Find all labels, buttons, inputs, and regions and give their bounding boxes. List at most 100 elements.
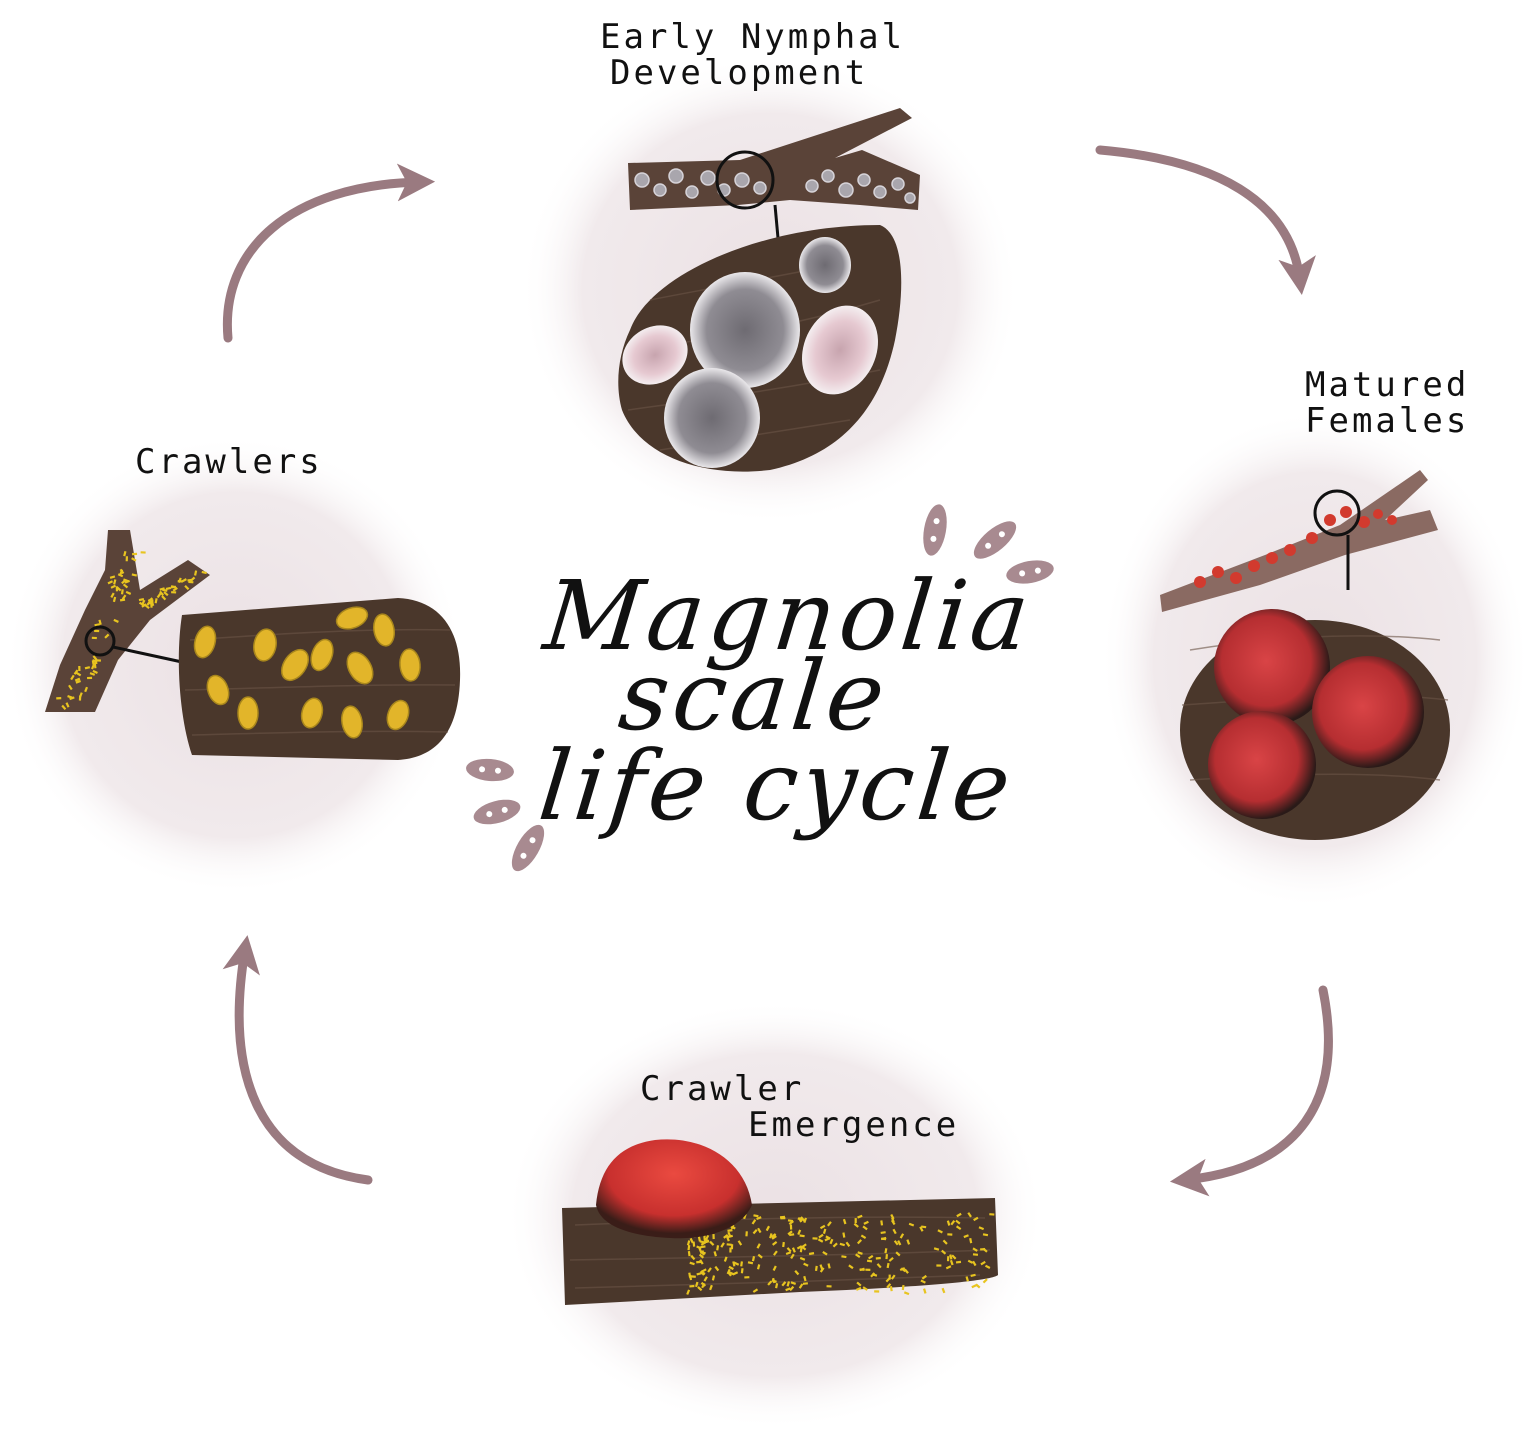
crawler-speck bbox=[888, 1256, 894, 1262]
crawler-speck bbox=[159, 590, 165, 596]
crawler-speck bbox=[92, 659, 98, 663]
crawler-speck bbox=[687, 1251, 691, 1257]
stage-label-matured-females: Matured Females bbox=[1305, 365, 1470, 441]
crawler-speck bbox=[797, 1217, 803, 1222]
crawler-speck bbox=[756, 1243, 761, 1249]
crawler-speck bbox=[893, 1240, 899, 1246]
crawler-speck bbox=[84, 686, 88, 693]
crawler-speck bbox=[727, 1229, 733, 1232]
crawler-speck bbox=[690, 1275, 696, 1278]
crawler-speck bbox=[950, 1220, 956, 1226]
crawler-speck bbox=[951, 1254, 957, 1260]
crawler-speck bbox=[855, 1286, 862, 1291]
crawler-speck bbox=[711, 1275, 716, 1281]
crawler-speck bbox=[723, 1233, 729, 1239]
crawler-speck bbox=[880, 1231, 886, 1234]
crawler-speck bbox=[201, 570, 207, 575]
stage-early-nymphal bbox=[618, 108, 920, 472]
crawler-speck bbox=[826, 1285, 832, 1288]
crawler-speck bbox=[880, 1220, 884, 1226]
stage-label-line2: Females bbox=[1305, 400, 1470, 441]
crawler-speck bbox=[707, 1267, 712, 1273]
crawler-speck bbox=[859, 1267, 865, 1272]
crawler-speck bbox=[765, 1225, 770, 1232]
magnifier-line bbox=[773, 204, 780, 239]
crawler-speck bbox=[955, 1225, 962, 1231]
crawler-speck bbox=[921, 1274, 927, 1280]
crawler-speck bbox=[713, 1251, 717, 1257]
crawler-speck bbox=[975, 1283, 981, 1289]
crawler-speck bbox=[752, 1288, 759, 1293]
stage-label-line2: Emergence bbox=[748, 1104, 960, 1145]
crawler-speck bbox=[110, 584, 117, 589]
crawler-speck bbox=[949, 1254, 953, 1260]
crawler-speck bbox=[709, 1240, 715, 1246]
crawler-speck bbox=[890, 1219, 896, 1226]
crawler-speck bbox=[747, 1261, 754, 1265]
crawler-speck bbox=[705, 1234, 710, 1241]
nymph-dots bbox=[634, 168, 916, 204]
crawler-speck bbox=[799, 1256, 806, 1261]
stage-label-line1: Matured bbox=[1305, 365, 1470, 405]
crawler-speck bbox=[789, 1224, 793, 1230]
crawler-speck bbox=[841, 1255, 847, 1259]
crawler-speck bbox=[972, 1253, 979, 1256]
crawler-speck bbox=[104, 633, 110, 639]
crawler-speck bbox=[723, 1256, 728, 1262]
crawler-speck bbox=[965, 1276, 969, 1282]
magnifier-ring bbox=[715, 150, 775, 210]
crawler-speck bbox=[786, 1247, 792, 1253]
crawler-speck bbox=[163, 591, 169, 597]
crawler-speck bbox=[886, 1283, 892, 1289]
crawler-speck bbox=[922, 1288, 927, 1294]
crawler-speck bbox=[703, 1276, 708, 1282]
crawler-bodies bbox=[193, 606, 421, 739]
crawler-speck bbox=[757, 1253, 763, 1259]
crawler-speck bbox=[842, 1232, 846, 1238]
crawler-speck bbox=[119, 568, 125, 575]
nymph-scale bbox=[664, 368, 760, 468]
crawler-speck bbox=[94, 629, 100, 633]
crawler-speck bbox=[803, 1275, 807, 1282]
crawler-speck bbox=[899, 1233, 905, 1239]
crawler-speck bbox=[782, 1241, 785, 1248]
crawler-speck bbox=[791, 1247, 796, 1253]
crawler-speck bbox=[61, 704, 67, 711]
crawler-speck bbox=[109, 575, 116, 579]
crawler-speck bbox=[140, 551, 146, 554]
crawler-speck bbox=[692, 1241, 696, 1247]
crawler-speck bbox=[848, 1264, 854, 1270]
stage-label-line1: Crawlers bbox=[135, 442, 323, 482]
female-scale bbox=[1208, 711, 1316, 819]
crawler-speck bbox=[808, 1252, 815, 1256]
crawler-speck bbox=[729, 1271, 735, 1276]
crawler-speck bbox=[856, 1239, 862, 1245]
crawler-speck bbox=[875, 1256, 881, 1260]
crawler-speck bbox=[826, 1221, 832, 1227]
crawler-speck bbox=[699, 1259, 704, 1265]
nymph-scale-pink bbox=[802, 305, 878, 395]
crawler-speck bbox=[141, 603, 147, 608]
crawler-speck bbox=[980, 1260, 986, 1266]
crawler-speck bbox=[786, 1281, 791, 1287]
crawler-speck bbox=[110, 592, 115, 598]
crawler-speck bbox=[121, 594, 127, 600]
crawler-speck bbox=[194, 570, 198, 576]
crawler-speck bbox=[827, 1263, 831, 1269]
crawler-speck bbox=[84, 666, 91, 670]
crawler-speck bbox=[131, 557, 137, 562]
crawler-speck bbox=[881, 1237, 887, 1241]
crawler-speck bbox=[822, 1228, 827, 1235]
crawler-speck bbox=[767, 1280, 773, 1286]
crawler-speck bbox=[787, 1230, 793, 1236]
crawler-speck bbox=[982, 1278, 988, 1284]
crawler-speck bbox=[984, 1264, 991, 1269]
crawler-speck bbox=[868, 1254, 874, 1260]
crawler-speck bbox=[801, 1243, 807, 1249]
crawler-speck bbox=[982, 1233, 989, 1237]
crawler-speck bbox=[897, 1240, 902, 1246]
crawler-speck bbox=[727, 1231, 732, 1238]
crawler-speck bbox=[947, 1233, 953, 1236]
crawler-speck bbox=[161, 595, 167, 601]
